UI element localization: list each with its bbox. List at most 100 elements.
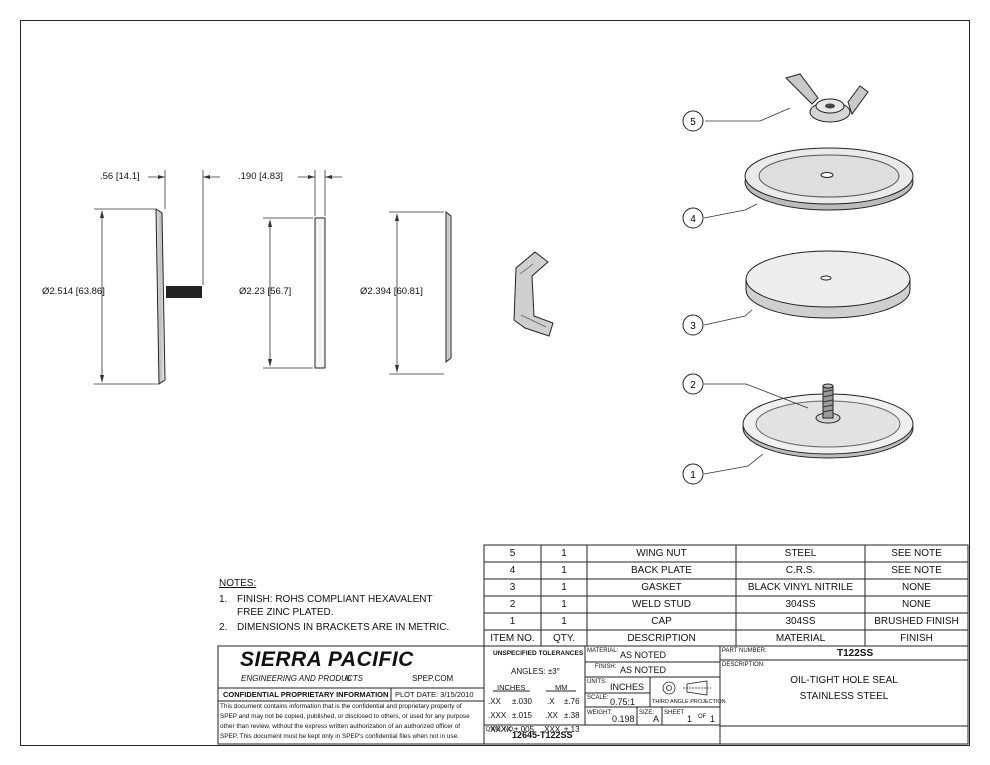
part-number-label: PART NUMBER: bbox=[722, 648, 767, 654]
bom-item: 5 bbox=[509, 548, 516, 559]
tol-row2-d: ±.38 bbox=[564, 711, 580, 720]
bom-item: 2 bbox=[509, 599, 516, 610]
bom-finish: NONE bbox=[902, 599, 931, 610]
sheet-of-label: OF bbox=[698, 714, 707, 720]
bom-item: 4 bbox=[509, 565, 516, 576]
company-website: SPEP.COM bbox=[412, 674, 454, 683]
note-2-line-1: DIMENSIONS IN BRACKETS ARE IN METRIC. bbox=[237, 622, 450, 633]
bom-header-item: ITEM NO. bbox=[490, 632, 535, 644]
material-label: MATERIAL: bbox=[587, 648, 619, 654]
balloon-5-label: 5 bbox=[690, 117, 696, 128]
bom-desc: CAP bbox=[651, 616, 672, 627]
cap-iso bbox=[742, 383, 914, 459]
confidential-text-4: SPEP. This document must be kept only in… bbox=[220, 733, 459, 740]
sheet-total: 1 bbox=[710, 714, 716, 724]
tolerances-mm-header: MM bbox=[555, 683, 568, 692]
bom-finish: SEE NOTE bbox=[891, 565, 942, 576]
exploded-view: 5 4 3 2 1 bbox=[682, 73, 914, 485]
tol-row1-c: .X bbox=[547, 697, 555, 706]
balloon-4-label: 4 bbox=[690, 214, 696, 225]
tol-row3-c: .XXX bbox=[542, 725, 561, 734]
sheet-border bbox=[20, 20, 970, 746]
bom-qty: 1 bbox=[561, 565, 567, 576]
bom-desc: BACK PLATE bbox=[631, 565, 692, 576]
dim-plate-diameter: Ø2.394 [60.81] bbox=[360, 286, 423, 297]
sheet-value: 1 bbox=[687, 714, 693, 724]
bom-item: 1 bbox=[509, 616, 516, 627]
drawing-number: 12645-T122SS bbox=[512, 730, 573, 740]
tol-row3-a: .XXXX bbox=[488, 725, 512, 734]
plate-side-view bbox=[389, 210, 452, 375]
weld-stud bbox=[166, 286, 202, 298]
scale-label: SCALE: bbox=[587, 695, 609, 701]
tolerances-title: UNSPECIFIED TOLERANCES bbox=[493, 650, 584, 657]
finish-label: FINISH: bbox=[595, 664, 617, 670]
bom-qty: 1 bbox=[561, 599, 567, 610]
note-2-number: 2. bbox=[219, 622, 228, 633]
tol-row1-d: ±.76 bbox=[564, 697, 580, 706]
confidential-text-1: This document contains information that … bbox=[220, 703, 462, 710]
size-label: SIZE: bbox=[639, 710, 655, 716]
tol-row1-a: .XX bbox=[488, 697, 501, 706]
bom-header-qty: QTY. bbox=[552, 632, 576, 644]
gasket-side-view bbox=[263, 170, 342, 369]
weight-label: WEIGHT: bbox=[587, 710, 612, 716]
projection-label: THIRD ANGLE PROJECTION bbox=[652, 699, 726, 705]
sheet-label: SHEET bbox=[664, 710, 685, 716]
tolerances-inches-header: INCHES bbox=[497, 683, 526, 692]
bom-item: 3 bbox=[509, 582, 516, 593]
size-value: A bbox=[653, 714, 660, 724]
dim-cap-thickness: .56 [14.1] bbox=[100, 171, 140, 182]
title-block-grid bbox=[217, 645, 969, 745]
balloon-2-label: 2 bbox=[690, 380, 696, 391]
balloon-1 bbox=[682, 463, 704, 485]
confidential-text-3: other than review, without the express w… bbox=[220, 723, 461, 730]
tolerances-angles: ANGLES: ±3° bbox=[511, 667, 560, 676]
bom-header-material: MATERIAL bbox=[775, 632, 826, 644]
wing-nut-iso bbox=[785, 73, 869, 123]
balloon-3-label: 3 bbox=[690, 321, 696, 332]
bom-material: 304SS bbox=[785, 599, 816, 610]
gasket-iso bbox=[745, 250, 911, 319]
third-angle-projection-icon bbox=[662, 680, 711, 696]
confidential-text-2: SPEP and may not be copied, published, o… bbox=[220, 713, 470, 720]
description-line-2: STAINLESS STEEL bbox=[799, 691, 889, 702]
bom-finish: NONE bbox=[902, 582, 931, 593]
confidential-title: CONFIDENTIAL PROPRIETARY INFORMATION bbox=[223, 690, 389, 699]
tol-row3-d: ±.13 bbox=[564, 725, 580, 734]
bom-desc: GASKET bbox=[641, 582, 682, 593]
note-1-number: 1. bbox=[219, 594, 228, 605]
bom-finish: BRUSHED FINISH bbox=[874, 616, 959, 627]
finish-value: AS NOTED bbox=[620, 665, 667, 675]
bom-qty: 1 bbox=[561, 582, 567, 593]
balloon-leaders bbox=[703, 107, 809, 475]
bom-qty: 1 bbox=[561, 616, 567, 627]
material-value: AS NOTED bbox=[620, 650, 667, 660]
tol-row3-b: ±.005 bbox=[514, 725, 534, 734]
balloon-1-label: 1 bbox=[690, 470, 696, 481]
units-label: UNITS: bbox=[587, 679, 607, 685]
scale-value: 0.75:1 bbox=[610, 697, 636, 707]
company-subtitle: ENGINEERING AND PRODUCTS bbox=[241, 674, 363, 683]
plot-date: PLOT DATE: 3/15/2010 bbox=[395, 690, 474, 699]
back-plate-iso bbox=[744, 147, 914, 211]
bom-grid bbox=[483, 544, 969, 647]
dim-cap-diameter: Ø2.514 [63.86] bbox=[42, 286, 105, 297]
description-label: DESCRIPTION: bbox=[722, 662, 765, 668]
bom-desc: WELD STUD bbox=[632, 599, 691, 610]
tol-row2-b: ±.015 bbox=[512, 711, 532, 720]
balloon-3 bbox=[682, 314, 704, 336]
weight-value: 0.198 bbox=[612, 714, 635, 724]
balloon-4 bbox=[682, 207, 704, 229]
bom-material: C.R.S. bbox=[785, 565, 816, 576]
bom-material: BLACK VINYL NITRILE bbox=[747, 582, 854, 593]
drawing-number-label: DWG. NO. bbox=[486, 727, 515, 733]
dim-gasket-diameter: Ø2.23 [56.7] bbox=[239, 286, 292, 297]
bom-header-desc: DESCRIPTION bbox=[627, 632, 696, 644]
balloon-2 bbox=[682, 373, 704, 395]
bom-material: STEEL bbox=[784, 548, 817, 559]
dim-gasket-thickness: .190 [4.83] bbox=[238, 171, 283, 182]
tol-row2-a: .XXX bbox=[488, 711, 507, 720]
tol-row1-b: ±.030 bbox=[512, 697, 532, 706]
